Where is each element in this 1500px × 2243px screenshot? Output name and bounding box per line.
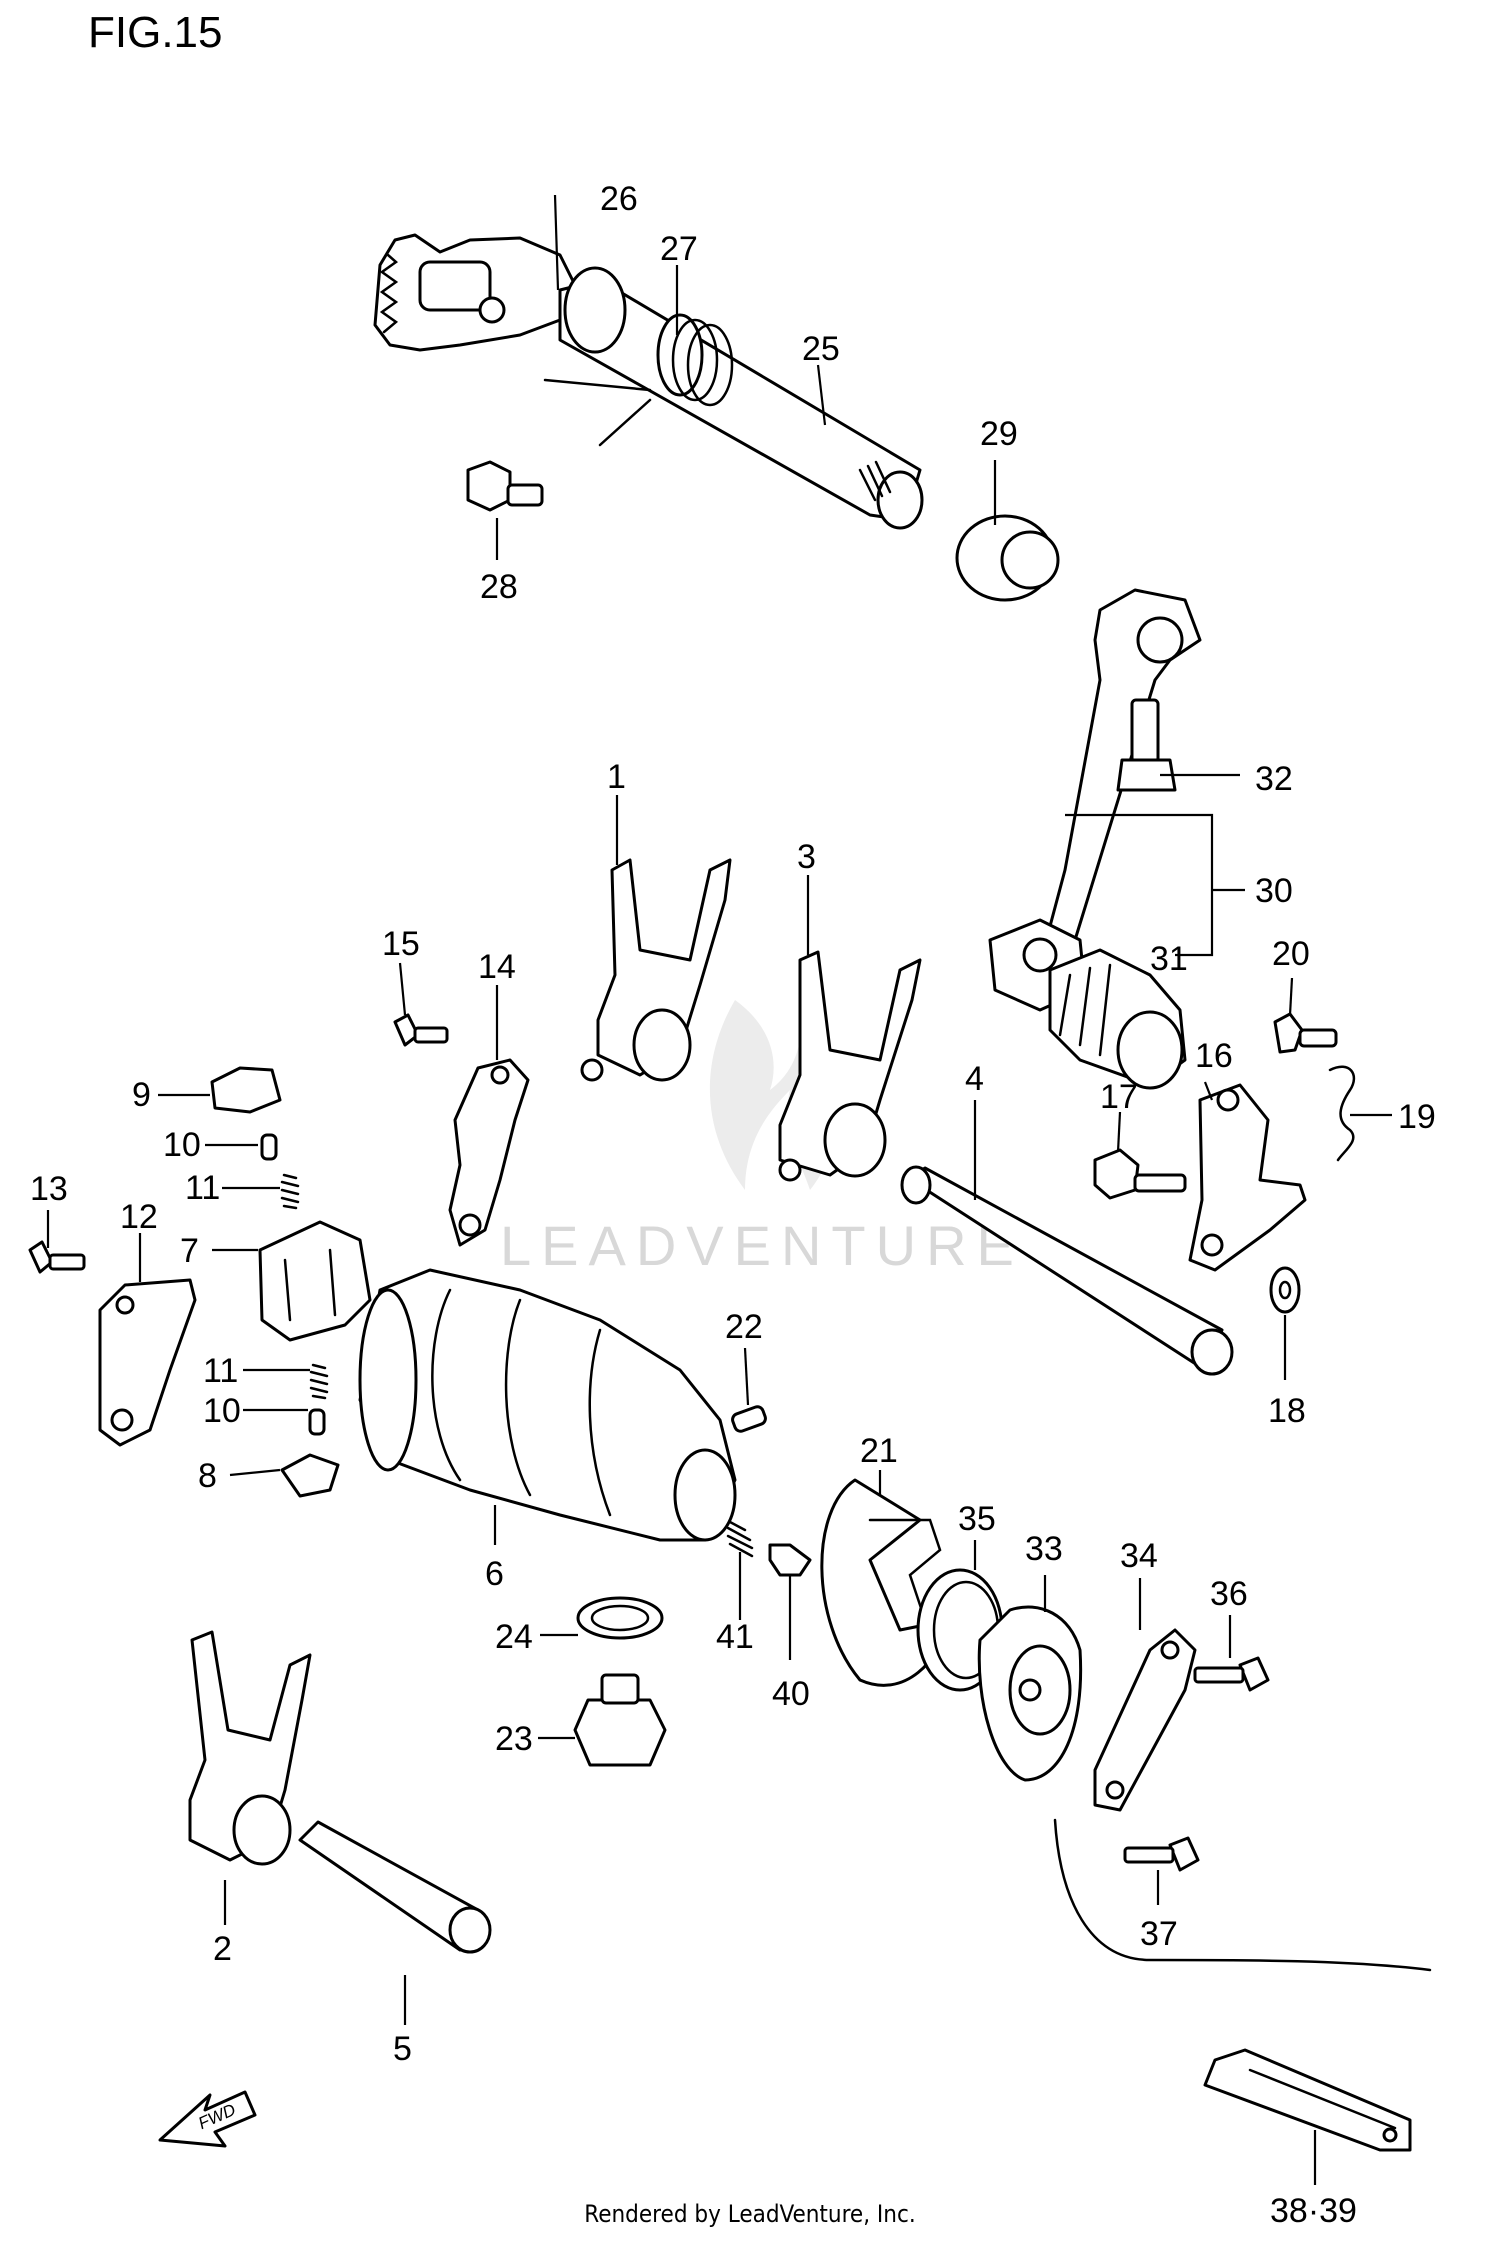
part-14-pawl-lifter[interactable] [448,1058,530,1247]
callout-4: 4 [965,1060,984,1098]
callout-16: 16 [1195,1037,1233,1075]
callout-36: 36 [1210,1575,1248,1613]
part-15-screw[interactable] [393,1013,449,1047]
part-22-pin[interactable] [731,1405,767,1433]
callout-31: 31 [1150,940,1188,978]
part-3-shift-fork[interactable] [778,950,922,1182]
callout-41: 41 [716,1618,754,1656]
part-33-lead-wire[interactable] [1053,1818,1432,1972]
callout-5: 5 [393,2030,412,2068]
part-11-spring-upper[interactable] [280,1173,300,1210]
part-10-pin-upper[interactable] [260,1133,278,1161]
callout-40: 40 [772,1675,810,1713]
part-27-return-spring[interactable] [543,313,734,447]
callout-33: 33 [1025,1530,1063,1568]
callout-22: 22 [725,1308,763,1346]
part-40-switch-contact[interactable] [768,1543,812,1577]
footer-credit: Rendered by LeadVenture, Inc. [584,2200,916,2228]
part-23-plug[interactable] [573,1673,667,1767]
callout-19: 19 [1398,1098,1436,1136]
callout-12: 12 [120,1198,158,1236]
callout-25: 25 [802,330,840,368]
part-4-fork-shaft[interactable] [900,1165,1234,1376]
callout-20: 20 [1272,935,1310,973]
callout-30: 30 [1255,872,1293,910]
callout-2: 2 [213,1930,232,1968]
callout-3: 3 [797,838,816,876]
part-18-washer[interactable] [1269,1266,1301,1314]
part-24-gasket[interactable] [576,1596,664,1640]
callout-28: 28 [480,568,518,606]
part-13-screw[interactable] [28,1240,86,1274]
callout-18: 18 [1268,1392,1306,1430]
callout-24: 24 [495,1618,533,1656]
watermark: LEADVENTURE [500,1000,1024,1277]
callout-14: 14 [478,948,516,986]
part-1-shift-fork[interactable] [580,858,732,1082]
callout-29: 29 [980,415,1018,453]
part-38-39-clamp[interactable] [1203,2048,1412,2152]
callout-10-upper: 10 [163,1126,201,1164]
figure-title: FIG.15 [88,8,223,57]
part-26-shift-pawl-plate[interactable] [373,233,577,352]
part-17-bolt[interactable] [1093,1148,1187,1200]
part-32-lever-bolt[interactable] [1116,698,1177,792]
part-20-bolt[interactable] [1273,1012,1338,1054]
callout-17: 17 [1100,1078,1138,1116]
fwd-arrow-icon: FWD [158,2090,257,2148]
part-19-spring[interactable] [1328,1065,1356,1162]
watermark-text: LEADVENTURE [500,1214,1024,1277]
part-33-gear-position-switch[interactable] [977,1605,1083,1782]
part-6-gearshift-cam[interactable] [358,1268,737,1542]
callout-1: 1 [607,758,626,796]
callout-15: 15 [382,925,420,963]
callout-11-lower: 11 [203,1352,238,1390]
part-25-shift-shaft[interactable] [558,266,924,530]
callout-9: 9 [132,1076,151,1114]
callout-labels: 26 27 25 29 28 32 30 31 1 3 15 14 9 10 1… [30,180,1436,2230]
callout-34: 34 [1120,1537,1158,1575]
part-2-shift-fork[interactable] [188,1630,312,1866]
callout-27: 27 [660,230,698,268]
callout-8: 8 [198,1457,217,1495]
callout-23: 23 [495,1720,533,1758]
part-5-fork-shaft[interactable] [298,1820,492,1954]
part-37-screw[interactable] [1123,1836,1200,1872]
callout-35: 35 [958,1500,996,1538]
callout-21: 21 [860,1432,898,1470]
part-36-screw[interactable] [1193,1656,1270,1692]
part-12-cam-guide[interactable] [98,1278,197,1447]
callout-13: 13 [30,1170,68,1208]
part-9-stopper[interactable] [210,1066,282,1114]
part-11-spring-lower[interactable] [309,1363,329,1400]
part-28-stud-bolt[interactable] [466,460,544,512]
callout-32: 32 [1255,760,1293,798]
part-31-lever-rubber[interactable] [1048,948,1187,1090]
part-7-cam-stopper[interactable] [258,1220,372,1342]
part-41-spring[interactable] [726,1520,754,1558]
leader-lines [46,194,1392,2185]
callout-11-upper: 11 [185,1169,220,1207]
part-10-pin-lower[interactable] [308,1408,326,1436]
callout-38-39: 38·39 [1270,2192,1357,2230]
callout-26: 26 [600,180,638,218]
callout-7: 7 [180,1232,199,1270]
callout-6: 6 [485,1555,504,1593]
part-8-stopper-plate[interactable] [280,1453,340,1498]
part-29-oil-seal[interactable] [955,514,1060,602]
part-16-gear-position-bracket[interactable] [1188,1083,1307,1272]
part-34-wire-clamp[interactable] [1093,1628,1197,1812]
callout-10-lower: 10 [203,1392,241,1430]
callout-37: 37 [1140,1915,1178,1953]
